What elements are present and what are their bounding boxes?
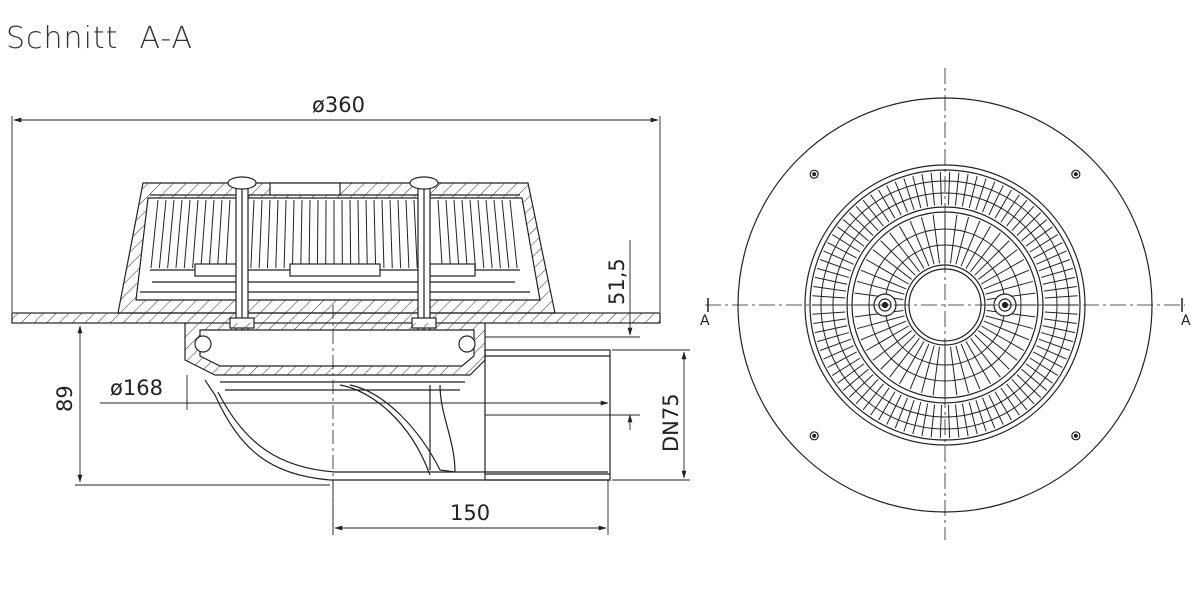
drain-body-section — [117, 182, 556, 314]
dim-pipe-length: 150 — [450, 501, 490, 525]
section-view — [11, 176, 661, 535]
plate-screws — [809, 169, 1081, 441]
clamp-ring — [184, 323, 486, 376]
dim-diameter-flange: ø168 — [110, 376, 163, 400]
dim-pipe-size: DN75 — [659, 393, 683, 452]
outlet-body — [204, 379, 610, 481]
dimension-lines — [11, 116, 690, 535]
flange-plate — [11, 312, 661, 324]
plan-view — [705, 68, 1185, 540]
dim-height-upper: 51,5 — [605, 258, 629, 305]
dim-height-overall: 89 — [53, 385, 77, 412]
inner-rings — [140, 263, 530, 293]
section-mark-left: A — [700, 313, 710, 329]
dim-diameter-total: ø360 — [312, 93, 365, 117]
grate-fins — [150, 199, 518, 269]
section-mark-right: A — [1181, 313, 1191, 329]
drawing-title: Schnitt A-A — [6, 21, 193, 56]
